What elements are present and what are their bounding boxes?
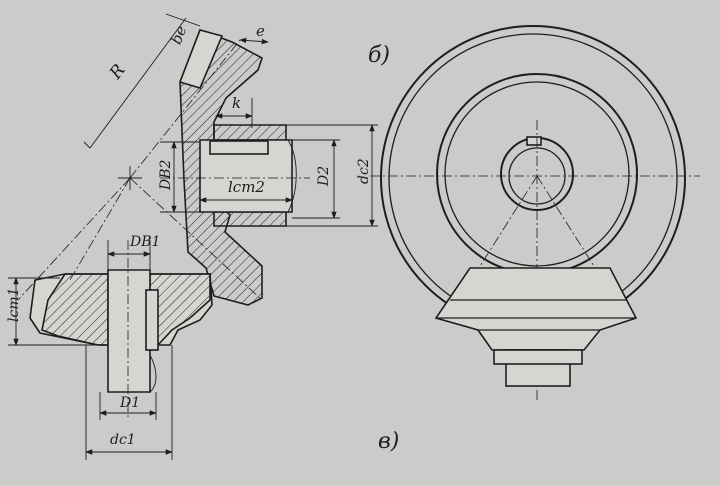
gear1-shaft (107, 269, 151, 393)
dim-R-line (89, 17, 187, 149)
view-label-b: б) (368, 43, 390, 68)
dim-D1-label: D1 (119, 395, 140, 411)
dim-R-ext (83, 141, 91, 149)
dim-dc1-label: dc1 (110, 432, 136, 448)
gear2-hub-lower (213, 211, 287, 227)
gear2-hub-section (213, 124, 287, 141)
dim-be-line (165, 13, 201, 27)
gear-assembly-section: R be e k DB2 lcm2 D2 dc2 DB1 (6, 13, 378, 460)
gear1-shaft-break (149, 354, 157, 393)
dim-be-label: be (167, 23, 191, 47)
dim-lcm1-label: lcm1 (6, 287, 22, 322)
dim-lcm2-label: lcm2 (228, 178, 265, 196)
dim-k-label: k (232, 94, 241, 112)
cone-line-2 (129, 177, 263, 301)
dim-dc2-label: dc2 (356, 158, 372, 184)
gear2-key (209, 140, 269, 155)
view-label-v: в) (378, 429, 399, 454)
gear1-key (145, 289, 159, 351)
pinion-hub-front (493, 349, 583, 365)
dim-DB2-label: DB2 (158, 159, 174, 191)
cone-line-3 (129, 39, 241, 179)
front-cone-right (536, 175, 629, 321)
gear2-tooth-face (178, 29, 224, 89)
dim-D2-label: D2 (316, 166, 332, 187)
dim-e-label: e (256, 22, 265, 40)
gear2-keyway (526, 136, 542, 146)
gear-front-view (370, 25, 700, 400)
dim-e-line (239, 37, 269, 45)
front-cone-left (445, 175, 538, 321)
dim-R-label: R (105, 61, 129, 84)
pinion-front-view (434, 267, 638, 351)
gear2-shaft (199, 139, 293, 213)
dim-DB1-label: DB1 (129, 234, 160, 250)
gear2-shaft-break (287, 139, 297, 213)
cone-line-1 (17, 177, 131, 301)
cone-line-4 (69, 177, 131, 281)
